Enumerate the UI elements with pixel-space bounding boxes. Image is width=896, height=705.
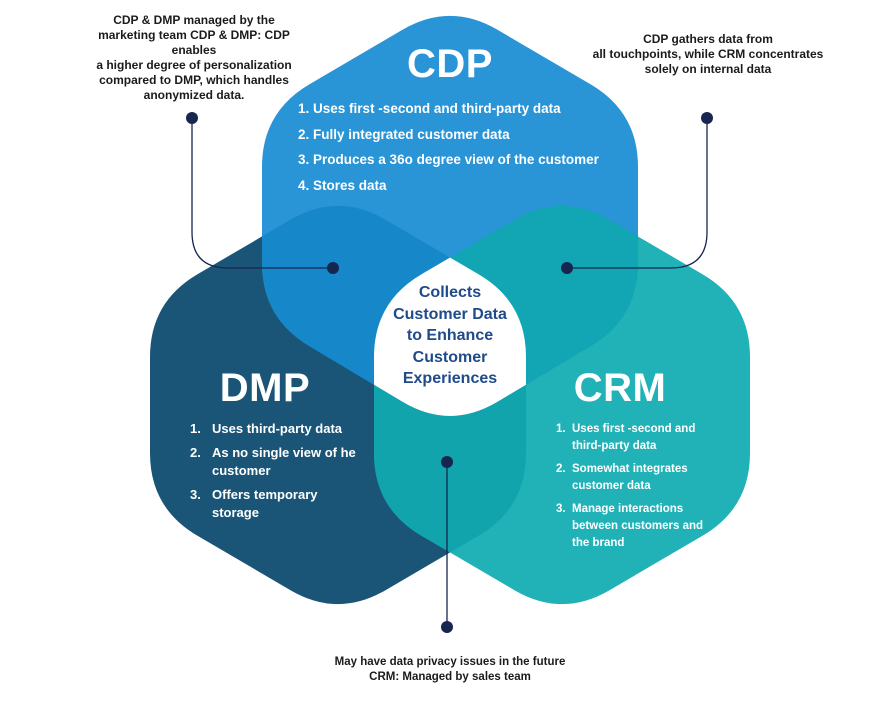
crm-feature-list: 1. Uses first -second and third-party dat… <box>556 421 716 558</box>
connector-line <box>567 118 708 269</box>
center-line: to Enhance <box>406 327 494 344</box>
dmp-title: DMP <box>219 366 311 410</box>
item-number: 4. <box>298 177 310 193</box>
item-text: Somewhat integrates customer data <box>572 463 688 492</box>
item-number: 2. <box>298 126 310 142</box>
item-text: As no single view of he customer <box>212 445 356 478</box>
item-text: Fully integrated customer data <box>313 126 510 142</box>
center-label: Collects Customer Data to Enhance Custom… <box>370 282 530 390</box>
connector-bottom <box>441 456 453 633</box>
list-item: 3. Manage interactions between customers … <box>556 501 716 552</box>
list-item: 1. Uses first -second and third-party da… <box>298 100 599 126</box>
list-item: 1. Uses first -second and third-party dat… <box>556 421 716 455</box>
center-line: Customer Data <box>393 305 507 323</box>
item-text: Offers temporary storage <box>212 487 318 520</box>
cdp-feature-list: 1. Uses first -second and third-party da… <box>298 100 599 202</box>
note-top-right: CDP gathers data from all touchpoints, w… <box>588 32 828 77</box>
item-number: 3. <box>298 152 310 167</box>
center-line: Experiences <box>402 370 498 387</box>
item-number: 3. <box>190 487 201 502</box>
note-line: CDP & DMP managed by the <box>113 13 275 27</box>
connector-top-right <box>561 112 713 274</box>
list-item: 2. As no single view of he customer <box>190 444 360 480</box>
note-bottom: May have data privacy issues in the futu… <box>300 655 600 685</box>
item-text: Uses third-party data <box>212 421 343 436</box>
connector-dot <box>441 621 453 633</box>
item-text: Manage interactions between customers an… <box>572 503 704 549</box>
note-line: compared to DMP, which handles <box>99 73 289 87</box>
list-item: 2. Fully integrated customer data <box>298 126 599 152</box>
connector-dot <box>441 456 453 468</box>
list-item: 1. Uses third-party data <box>190 420 360 438</box>
list-item: 3. Offers temporary storage <box>190 486 360 522</box>
dmp-feature-list: 1. Uses third-party data 2. As no single v… <box>190 420 360 528</box>
item-number: 3. <box>556 503 566 515</box>
item-number: 2. <box>556 463 566 475</box>
list-item: 3. Produces a 36o degree view of the cus… <box>298 151 599 177</box>
item-text: Produces a 36o degree view of the custom… <box>313 152 599 167</box>
connector-dot <box>701 112 713 124</box>
center-line: Customer <box>412 348 488 366</box>
item-number: 2. <box>190 445 201 460</box>
note-line: CRM: Managed by sales team <box>369 671 531 683</box>
cdp-title: CDP <box>407 42 493 86</box>
note-line: all touchpoints, while CRM concentrates <box>592 47 824 61</box>
note-line: anonymized data. <box>143 88 245 102</box>
item-text: Uses first -second and third-party data <box>572 423 696 452</box>
note-line: May have data privacy issues in the futu… <box>334 656 566 668</box>
item-text: Uses first -second and third-party data <box>313 101 561 116</box>
list-item: 4. Stores data <box>298 177 599 203</box>
crm-title: CRM <box>573 366 667 410</box>
connector-dot <box>327 262 339 274</box>
item-number: 1. <box>190 421 201 436</box>
list-item: 2. Somewhat integrates customer data <box>556 461 716 495</box>
item-number: 1. <box>556 423 566 435</box>
note-line: a higher degree of personalization <box>96 58 292 72</box>
connector-dot <box>561 262 573 274</box>
item-text: Stores data <box>313 177 387 193</box>
connector-dot <box>186 112 198 124</box>
connector-top-left <box>186 112 339 274</box>
note-line: solely on internal data <box>644 62 772 76</box>
note-line: marketing team CDP & DMP: CDP enables <box>98 28 290 57</box>
note-top-left: CDP & DMP managed by the marketing team … <box>75 13 313 103</box>
note-line: CDP gathers data from <box>643 32 773 46</box>
center-line: Collects <box>418 284 482 301</box>
item-number: 1. <box>298 101 310 116</box>
connector-line <box>191 118 333 269</box>
